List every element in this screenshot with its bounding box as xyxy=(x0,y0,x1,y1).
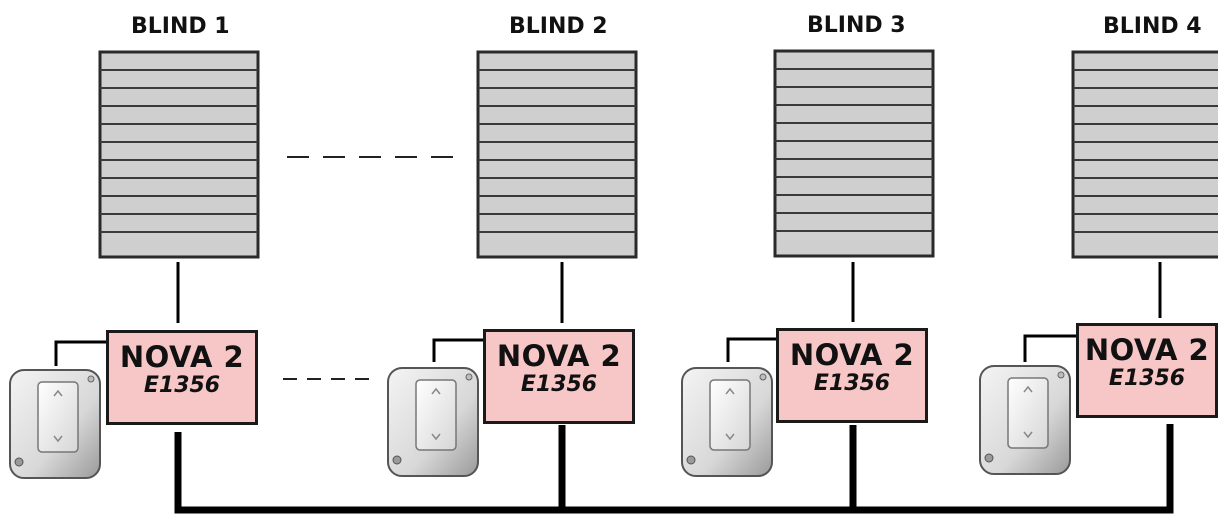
bus-wire xyxy=(174,424,1174,514)
blind-1-title: BLIND 1 xyxy=(131,14,230,39)
blind-2-shutter-icon xyxy=(476,50,638,259)
nova-module-1-model: E1356 xyxy=(143,373,221,398)
nova-module-3: NOVA 2 E1356 xyxy=(776,328,928,423)
switch-4-icon xyxy=(979,365,1071,475)
blind-2-title: BLIND 2 xyxy=(509,14,608,39)
switch-wires xyxy=(54,334,1078,366)
nova-module-4-name: NOVA 2 xyxy=(1084,333,1210,367)
nova-module-3-model: E1356 xyxy=(813,371,891,396)
blind-3-title: BLIND 3 xyxy=(807,13,906,38)
nova-module-2-name: NOVA 2 xyxy=(496,339,622,373)
nova-module-2: NOVA 2 E1356 xyxy=(483,329,635,424)
blind-4-title: BLIND 4 xyxy=(1103,14,1202,39)
nova-module-3-name: NOVA 2 xyxy=(789,338,915,372)
nova-module-4-model: E1356 xyxy=(1108,366,1186,391)
nova-module-4: NOVA 2 E1356 xyxy=(1076,323,1218,418)
nova-module-1: NOVA 2 E1356 xyxy=(106,330,258,425)
blind-4-shutter-icon xyxy=(1071,50,1218,259)
blind-1-shutter-icon xyxy=(98,50,260,259)
blind-3-shutter-icon xyxy=(773,49,935,258)
switch-2-icon xyxy=(387,367,479,477)
switch-1-icon xyxy=(9,369,101,479)
nova-module-2-model: E1356 xyxy=(520,372,598,397)
switch-3-icon xyxy=(681,367,773,477)
nova-module-1-name: NOVA 2 xyxy=(119,340,245,374)
